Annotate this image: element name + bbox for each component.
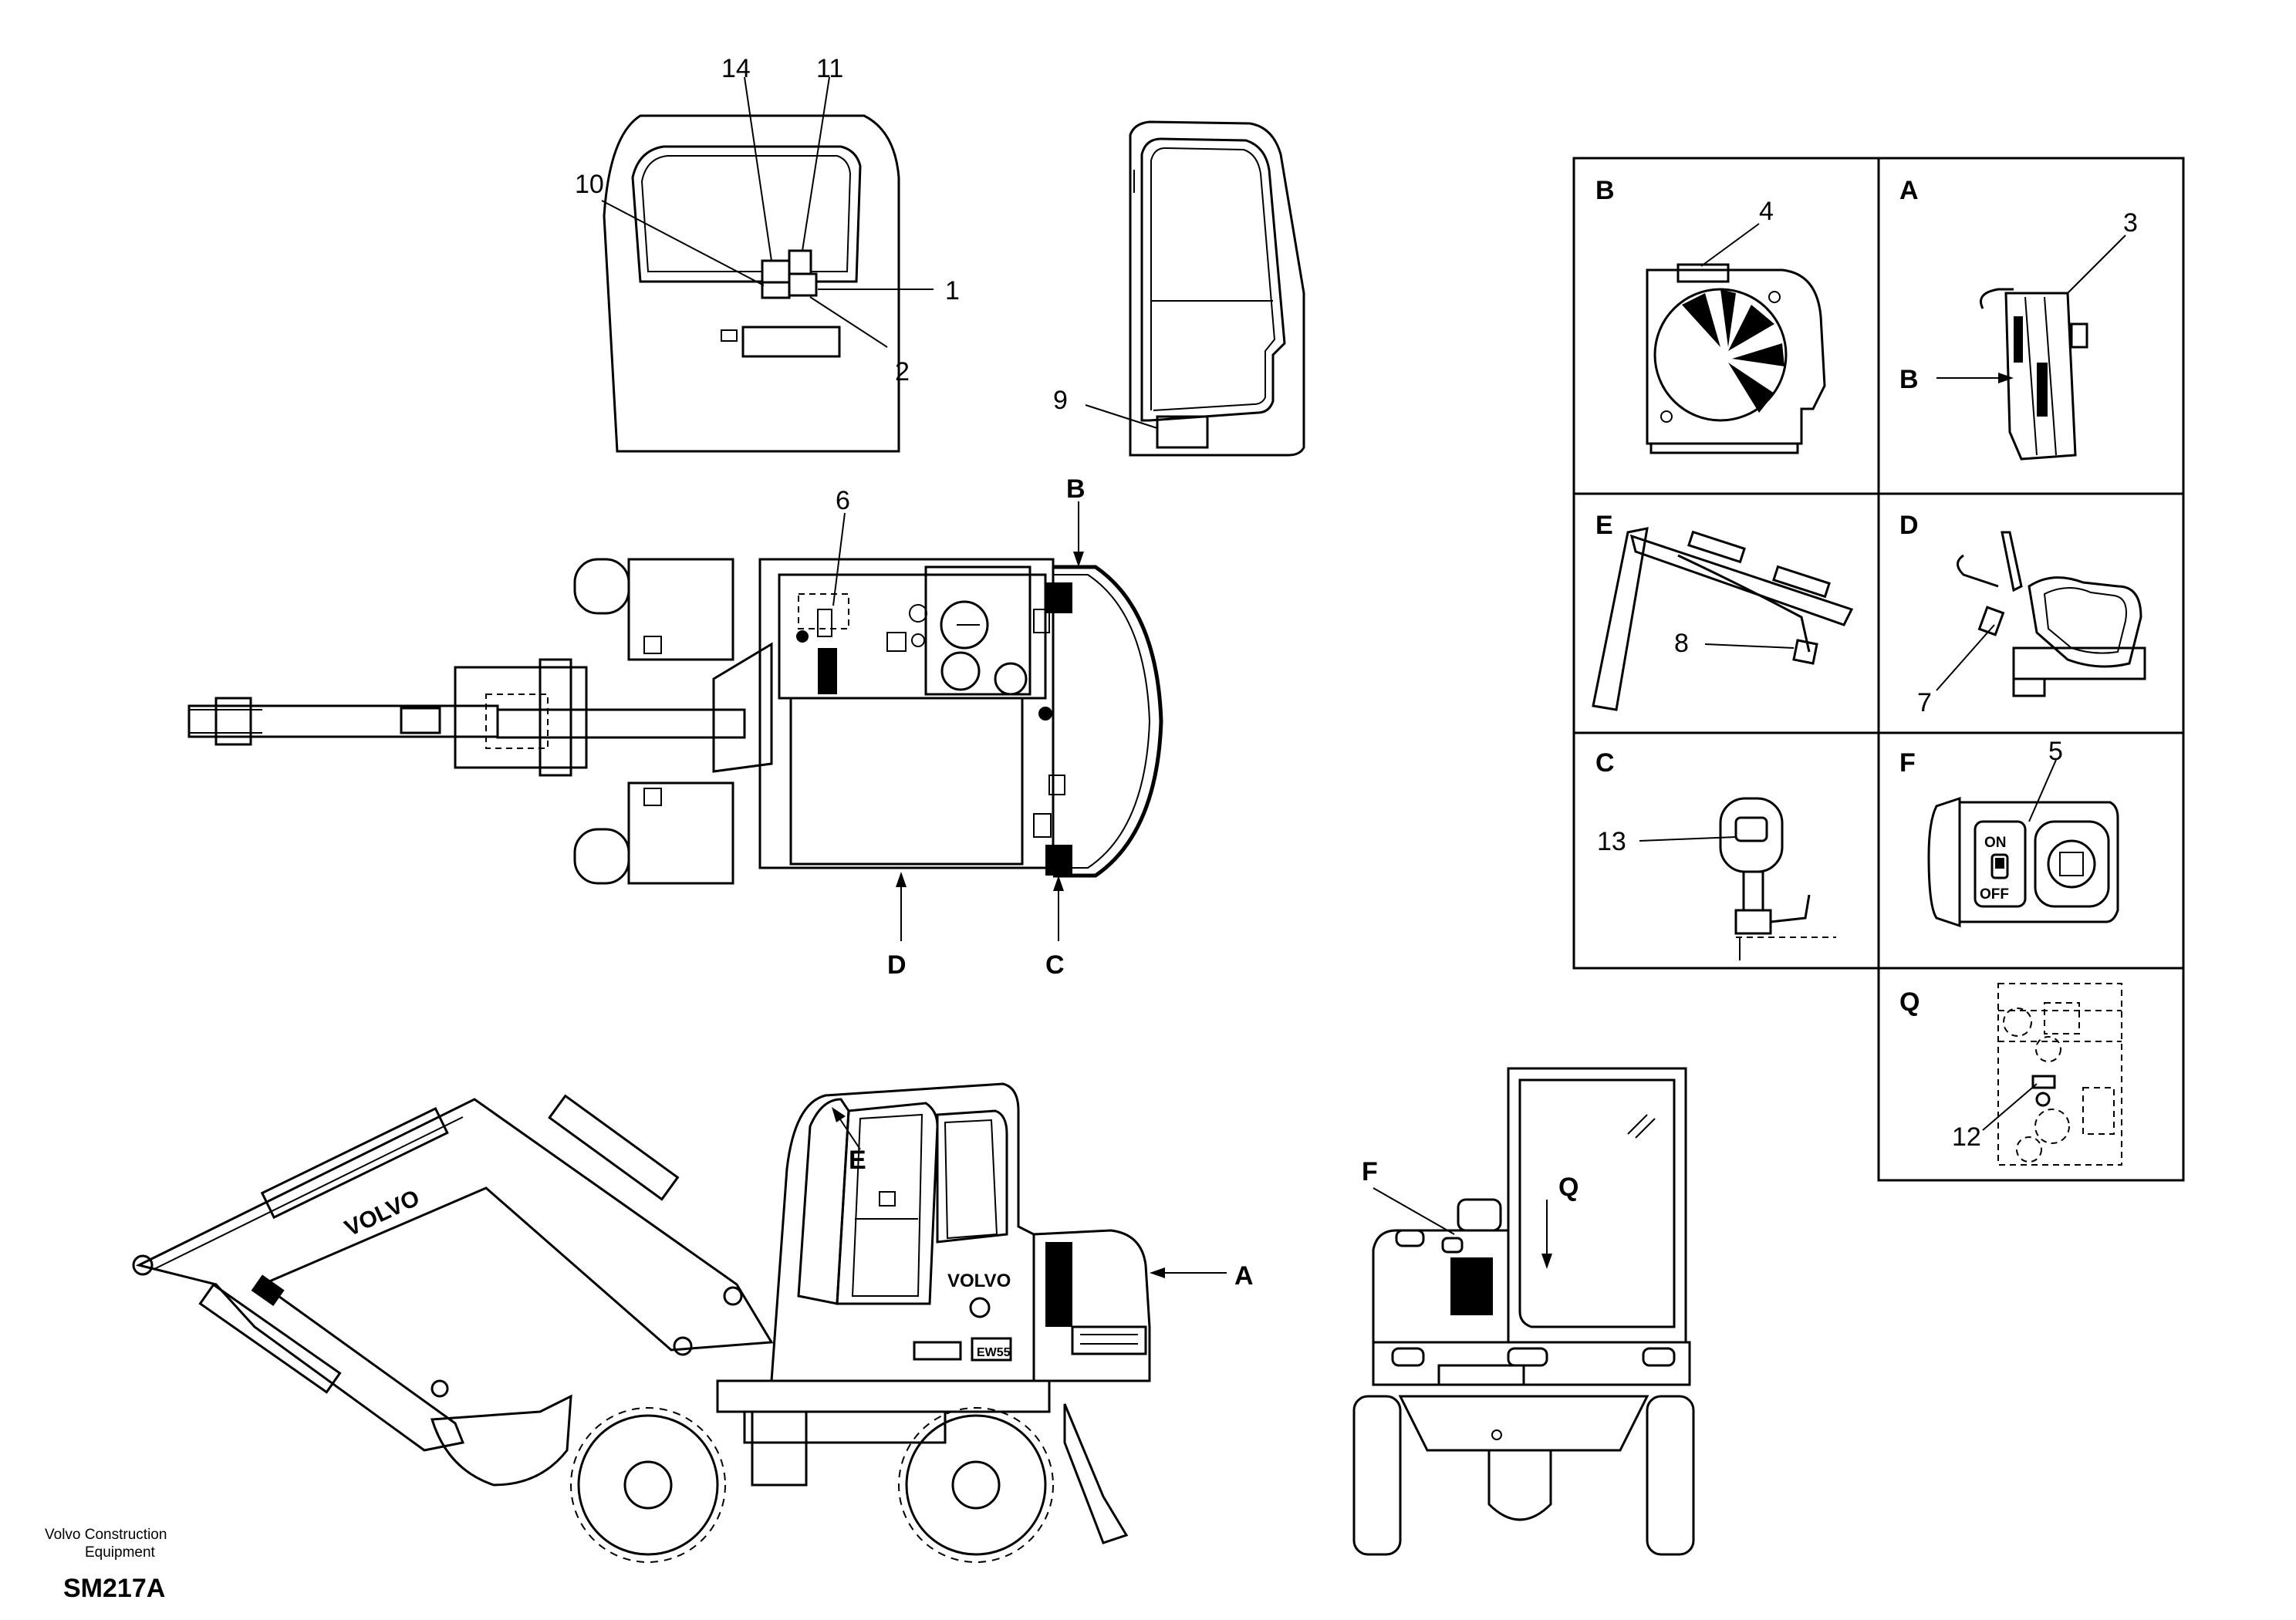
arrow-label-e: E <box>849 1146 866 1175</box>
footer: Volvo Construction Equipment SM217A <box>45 1527 167 1603</box>
body-brand: VOLVO <box>947 1271 1011 1291</box>
company-name-line2: Equipment <box>85 1544 156 1561</box>
callout-4: 4 <box>1759 197 1774 226</box>
detail-panel-b: B 4 <box>1595 176 1826 454</box>
callout-7: 7 <box>1917 688 1932 717</box>
panel-e-label: E <box>1595 511 1613 540</box>
arrow-label-c: C <box>1045 950 1065 980</box>
callout-11: 11 <box>816 54 843 83</box>
cab-side-view: 9 <box>1053 120 1305 457</box>
switch-on-label: ON <box>1984 835 2007 851</box>
model-plate: EW55 <box>977 1346 1011 1359</box>
detail-panel-q: Q 12 <box>1899 983 2122 1166</box>
callout-5: 5 <box>2048 737 2063 766</box>
view-label-q: Q <box>1558 1173 1578 1202</box>
callout-3: 3 <box>2123 208 2138 238</box>
arrow-label-d: D <box>887 950 907 980</box>
panel-a-label: A <box>1899 176 1919 205</box>
callout-12: 12 <box>1952 1122 1981 1152</box>
detail-panel-c: C 13 <box>1595 748 1836 960</box>
arrow-label-a: A <box>1234 1261 1254 1291</box>
cab-front-view: 14 11 10 1 2 <box>575 54 960 453</box>
detail-panel-a: A 3 B <box>1899 176 2138 461</box>
panel-q-label: Q <box>1899 987 1920 1017</box>
callout-14: 14 <box>721 54 751 83</box>
callout-8: 8 <box>1674 629 1689 658</box>
top-view: 6 B C D <box>187 474 1163 980</box>
company-name-line1: Volvo Construction <box>45 1527 167 1543</box>
callout-9: 9 <box>1053 386 1068 415</box>
callout-2: 2 <box>895 357 910 386</box>
switch-off-label: OFF <box>1980 886 2009 903</box>
callout-1: 1 <box>945 276 960 305</box>
detail-panel-e: E 8 <box>1592 511 1854 711</box>
arrow-label-b: B <box>1066 474 1086 504</box>
callout-6: 6 <box>836 486 850 515</box>
panel-d-label: D <box>1899 511 1919 540</box>
panel-c-label: C <box>1595 748 1615 778</box>
panel-b-label: B <box>1595 176 1615 205</box>
detail-panel-grid <box>1572 157 2185 1182</box>
side-view: VOLVO VOLVO EW55 <box>132 1082 1254 1563</box>
detail-panel-d: D 7 <box>1899 511 2146 717</box>
drawing-code: SM217A <box>63 1574 165 1603</box>
detail-panel-f: F ON OFF 5 <box>1899 737 2119 928</box>
view-label-f: F <box>1362 1157 1378 1186</box>
panel-f-label: F <box>1899 748 1916 778</box>
rear-view: F Q <box>1352 1067 1695 1556</box>
panel-a-arrow-b: B <box>1899 365 1919 394</box>
callout-10: 10 <box>575 170 604 199</box>
callout-13: 13 <box>1597 827 1626 856</box>
